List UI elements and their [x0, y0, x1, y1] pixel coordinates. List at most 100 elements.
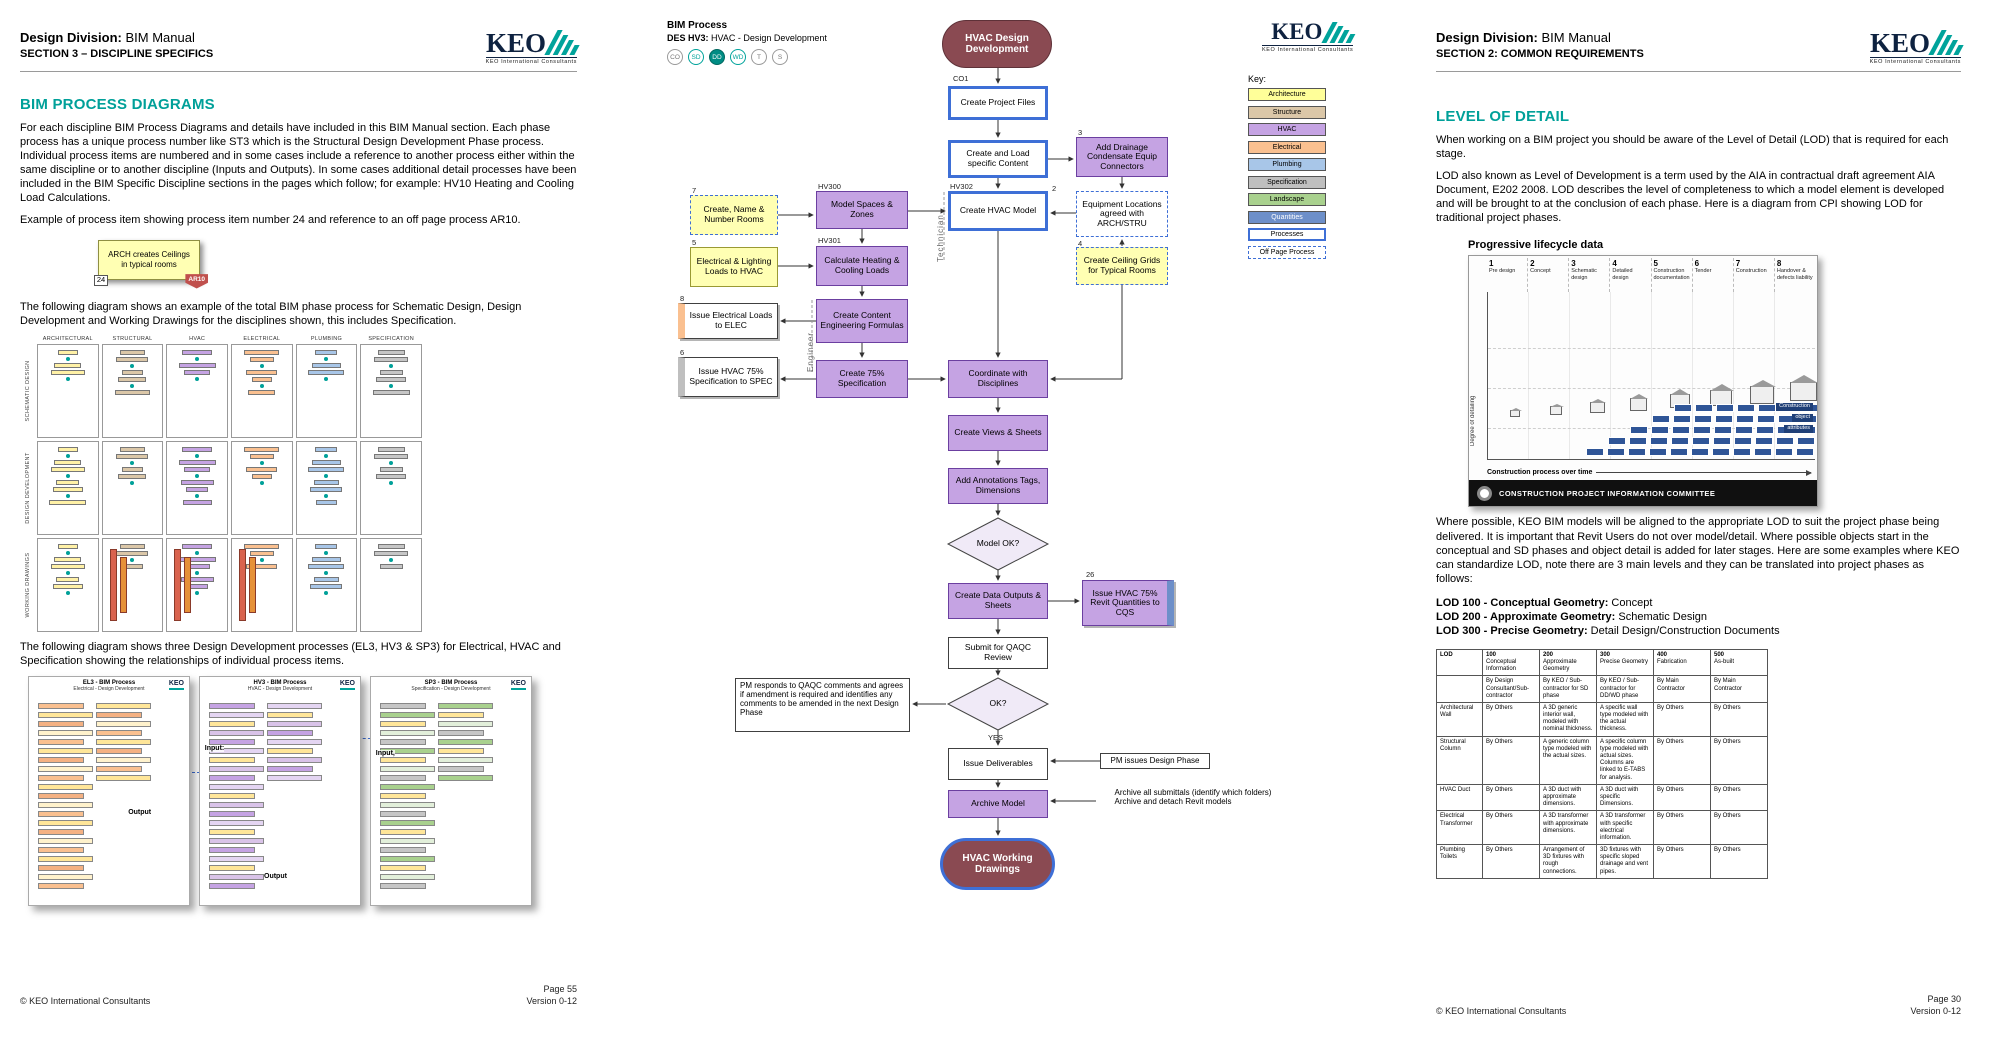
- lifecycle-diagram-title: Progressive lifecycle data: [1468, 239, 1604, 252]
- flowchart-title: BIM Process: [667, 20, 728, 31]
- data-bar: [1737, 404, 1755, 413]
- flowchart-node-end: HVAC Working Drawings: [940, 838, 1055, 890]
- data-bar: [1775, 448, 1793, 457]
- key-title: Key:: [1248, 74, 1267, 84]
- model-sketch: [1630, 393, 1648, 411]
- flowchart-node-addDrain: Add Drainage Condensate Equip Connectors: [1076, 137, 1168, 177]
- section-heading: BIM PROCESS DIAGRAMS: [20, 96, 215, 113]
- flowchart-label-hv301: HV301: [818, 236, 841, 245]
- data-bar: [1694, 415, 1712, 424]
- swimlane-label: Technician: [936, 214, 945, 262]
- lod-cell: A 3D duct with approximate dimensions.: [1539, 783, 1597, 812]
- flowchart-node-modelOk: Model OK?: [976, 538, 1020, 549]
- data-bar: [1734, 437, 1752, 446]
- process-item-number: 24: [94, 274, 108, 286]
- phase-indicator-co: CO: [667, 49, 683, 65]
- matrix-cell: [101, 343, 164, 438]
- lod-table-responsibility: By KEO / Sub-contractor for SD phase: [1539, 675, 1597, 703]
- model-sketch: [1590, 398, 1606, 413]
- lod-definition: LOD 300 - Precise Geometry: Detail Desig…: [1436, 624, 1961, 638]
- keo-logo-mini: KEO: [339, 680, 355, 690]
- lod-cell: By Others: [1710, 701, 1768, 737]
- matrix-corner: [20, 336, 34, 342]
- data-bar: [1674, 404, 1692, 413]
- bar-label: object: [1792, 414, 1813, 422]
- lod-phase: Schematic Design: [1615, 611, 1708, 624]
- lod-cell: By Others: [1482, 783, 1540, 812]
- lod-phase: Detail Design/Construction Documents: [1587, 625, 1780, 638]
- lod-table-row: Plumbing Toilets By Others Arrangement of …: [1436, 844, 1768, 879]
- data-bar: [1695, 404, 1713, 413]
- keo-logo-text: KEO: [485, 27, 546, 58]
- flowchart-label-n2: 2: [1052, 184, 1057, 193]
- lod-cell: By Others: [1710, 844, 1768, 879]
- matrix-cell: [295, 440, 358, 535]
- flowchart-subtitle-rest: HVAC - Design Development: [708, 33, 827, 43]
- flowchart-node-archiveNote: Archive all submittals (identify which f…: [1098, 788, 1288, 816]
- flowchart-node-clc: Create and Load specific Content: [948, 140, 1048, 178]
- data-bar: [1714, 426, 1732, 435]
- flowchart-node-equip: Equipment Locations agreed with ARCH/STR…: [1076, 191, 1168, 237]
- data-bar: [1651, 426, 1669, 435]
- data-bar: [1608, 437, 1626, 446]
- flowchart-node-revitQ: Issue HVAC 75% Revit Quantities to CQS: [1082, 580, 1174, 626]
- page-title-rest: BIM Manual: [1537, 30, 1611, 45]
- matrix-cell: [231, 440, 293, 535]
- lod-term: LOD 300 - Precise Geometry:: [1436, 625, 1588, 638]
- flowchart-label-hv302: HV302: [950, 182, 973, 191]
- model-sketch: [1750, 379, 1776, 404]
- lod-table-responsibility: By Design Consultant/Sub-contractor: [1482, 675, 1540, 703]
- data-bar: [1716, 404, 1734, 413]
- lod-cell: A 3D transformer with approximate dimens…: [1539, 810, 1597, 846]
- lod-row-label: Architectural Wall: [1436, 701, 1483, 737]
- flowchart-node-chm: Create HVAC Model: [948, 191, 1048, 231]
- lod-table-responsibility: By KEO / Sub-contractor for DD/WD phase: [1596, 675, 1654, 703]
- flowchart-node-ceiling: Create Ceiling Grids for Typical Rooms: [1076, 247, 1168, 285]
- footer-copyright: © KEO International Consultants: [1436, 1006, 1567, 1016]
- matrix-cell: [295, 537, 358, 632]
- matrix-column-header: STRUCTURAL: [112, 335, 153, 342]
- key-item: Architecture: [1248, 88, 1326, 101]
- footer-copyright: © KEO International Consultants: [20, 996, 151, 1006]
- matrix-cell: [37, 537, 99, 632]
- keo-logo-text: KEO: [1271, 19, 1323, 45]
- x-axis-label: Construction process over time: [1487, 469, 1593, 477]
- matrix-row: SCHEMATIC DESIGN: [20, 343, 422, 438]
- keo-logo-mini: KEO: [510, 680, 526, 690]
- lod-cell: Arrangement of 3D fixtures with rough co…: [1539, 844, 1597, 879]
- version-number: Version 0-12: [1910, 1006, 1961, 1017]
- lod-definition: LOD 100 - Conceptual Geometry: Concept: [1436, 596, 1961, 610]
- matrix-cell: [231, 343, 293, 438]
- thumbnail-subtitle: Electrical - Design Development: [73, 685, 145, 692]
- page-header: Design Division: BIM Manual SECTION 3 – …: [20, 27, 580, 72]
- body-paragraph: The following diagram shows three Design…: [20, 640, 561, 667]
- body-paragraph: Example of process item showing process …: [20, 214, 521, 227]
- keo-stripes-icon: [1928, 30, 1964, 55]
- lod-table-responsibility: By Main Contractor: [1710, 675, 1768, 703]
- matrix-cell: [360, 440, 422, 535]
- flowchart-node-submit: Submit for QAQC Review: [948, 637, 1048, 669]
- matrix-column-header: ELECTRICAL: [243, 335, 281, 342]
- matrix-row-label: DESIGN DEVELOPMENT: [25, 452, 31, 524]
- lod-cell: 3D fixtures with specific sloped drainag…: [1596, 844, 1654, 879]
- process-item-text: ARCH creates Ceilings in typical rooms: [108, 250, 190, 269]
- body-paragraph: For each discipline BIM Process Diagrams…: [20, 122, 577, 205]
- lod-row-label: Plumbing Toilets: [1436, 844, 1483, 879]
- page-header-titles: Design Division: BIM Manual SECTION 2: C…: [1436, 30, 1644, 60]
- lod-cell: A 3D transformer with specific electrica…: [1596, 810, 1654, 846]
- key-item: Structure: [1248, 105, 1326, 119]
- lod-phase: Concept: [1608, 596, 1653, 609]
